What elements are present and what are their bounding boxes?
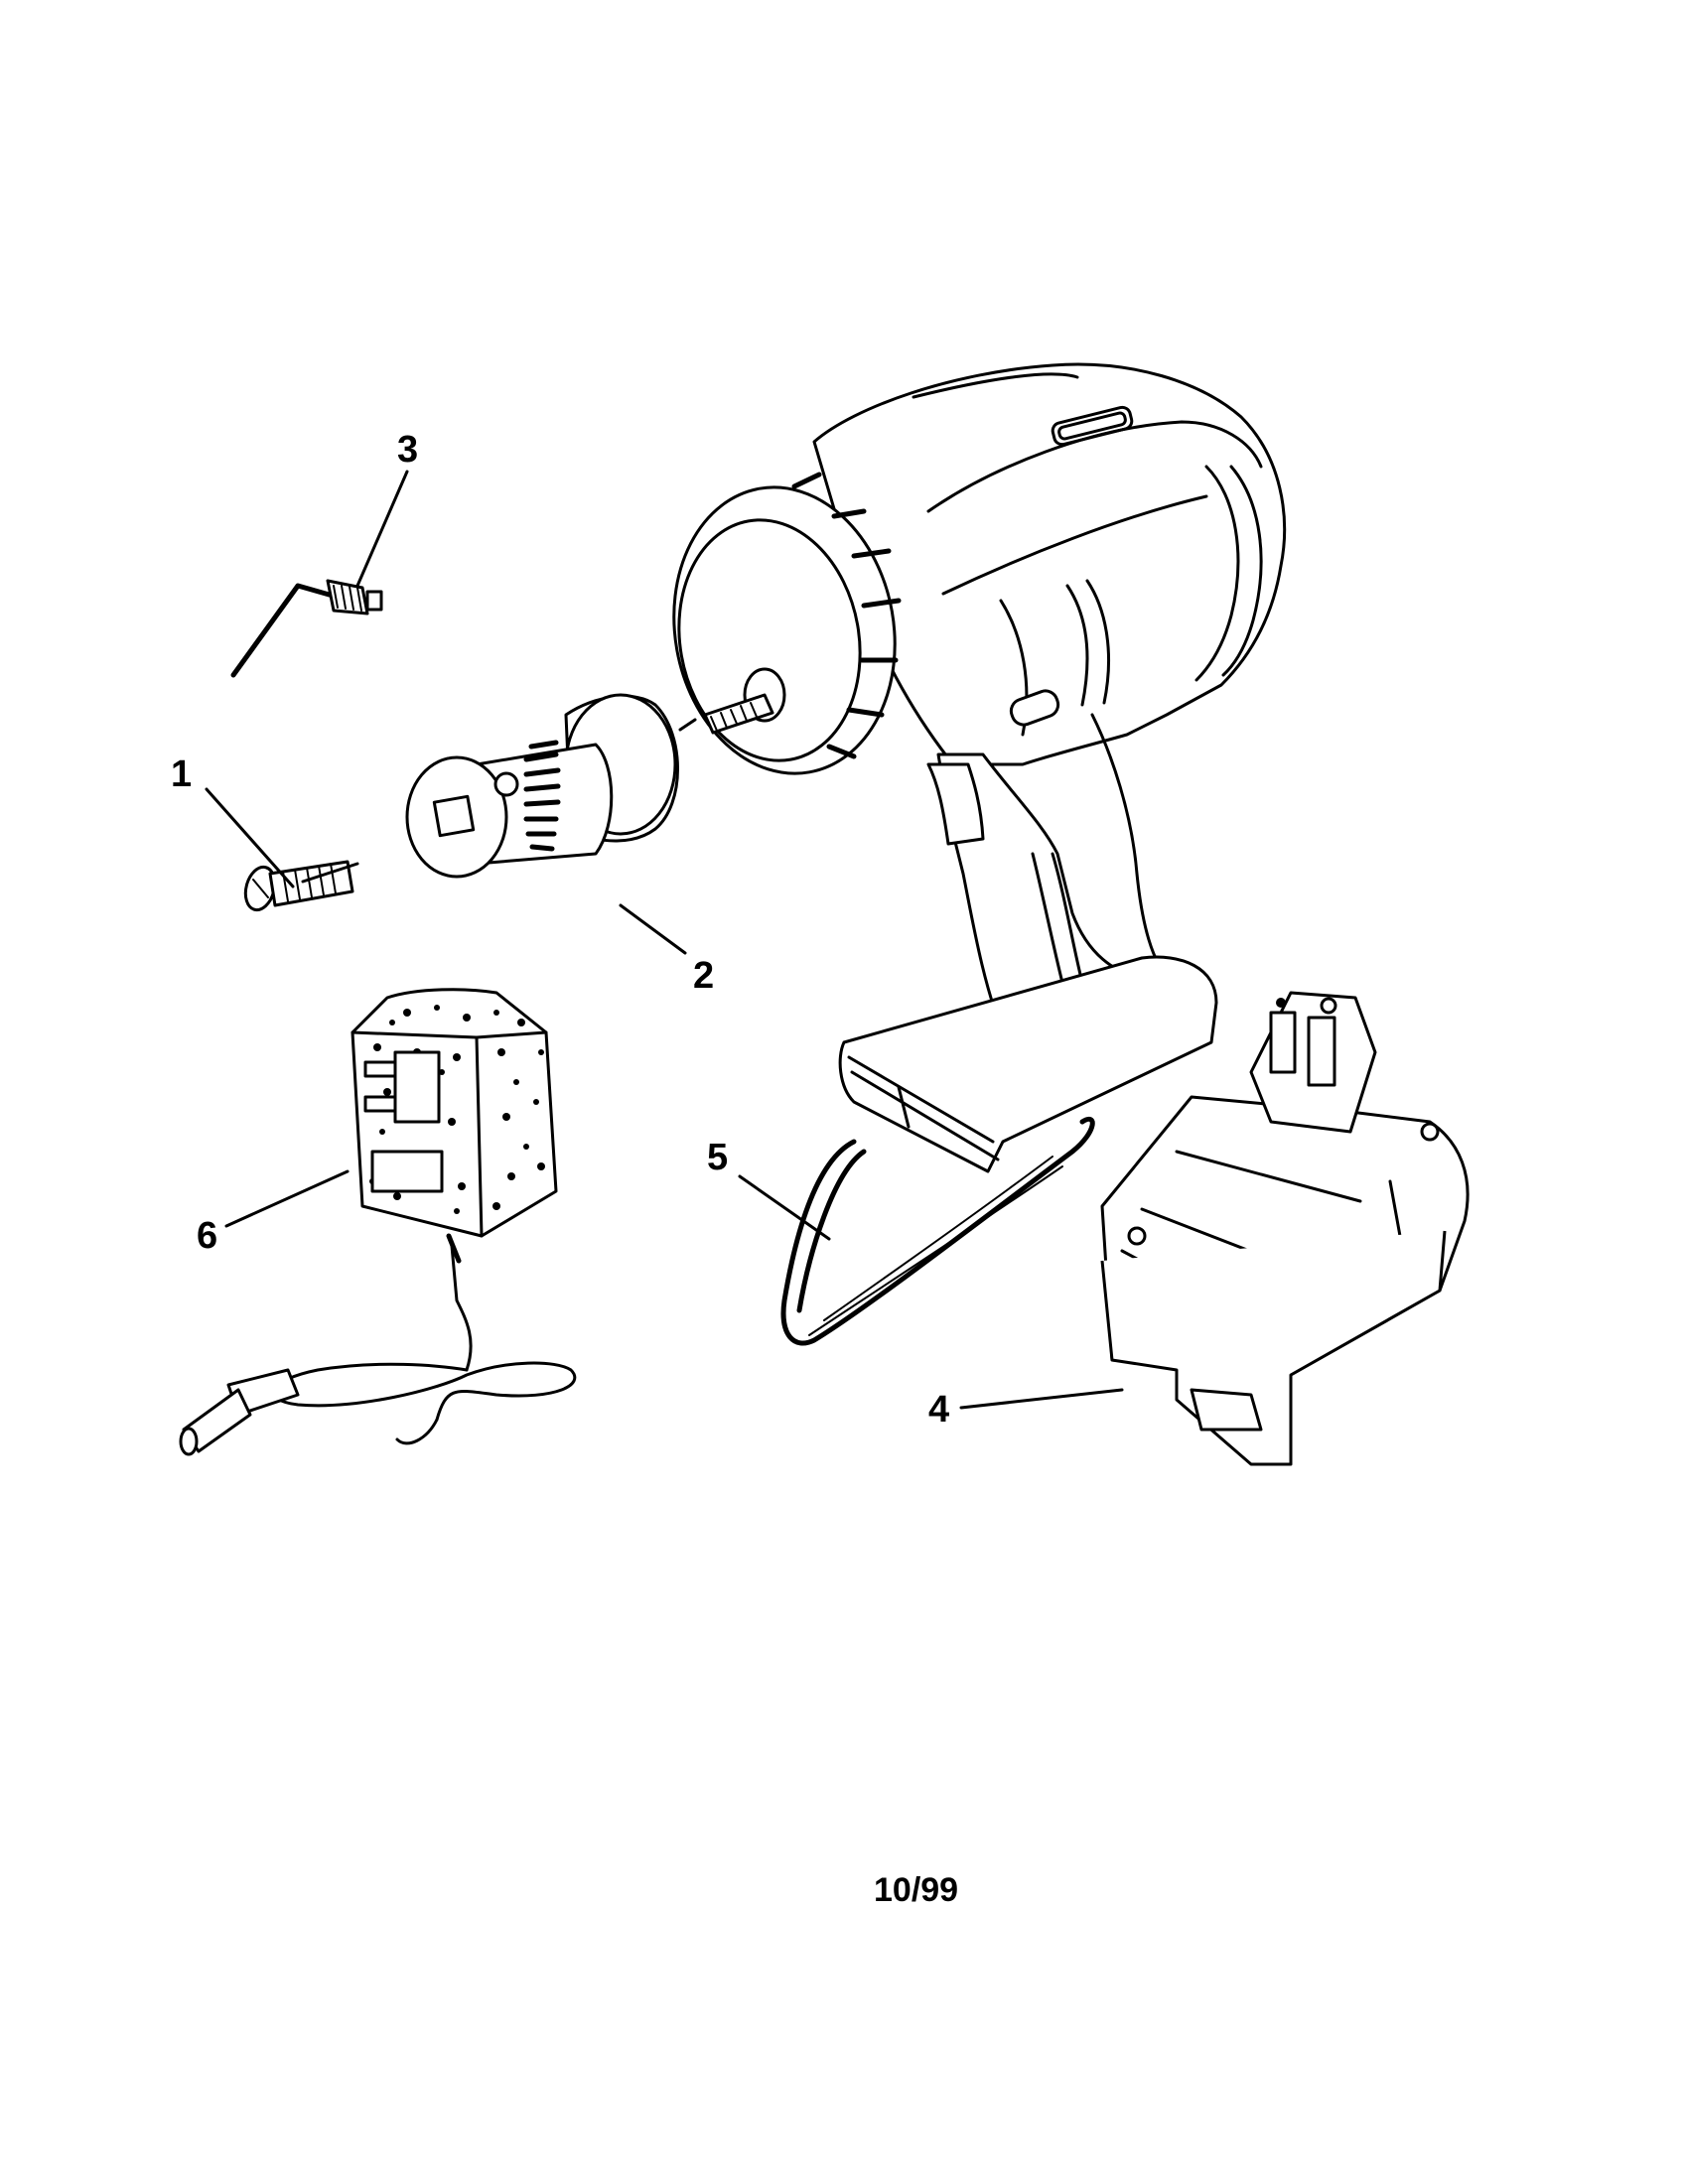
cordless-drill-icon (672, 362, 1287, 1173)
callout-4: 4 (928, 1389, 949, 1431)
chuck-key-icon (230, 579, 383, 678)
callout-2: 2 (693, 955, 714, 997)
battery-pack-icon (1100, 991, 1470, 1466)
callout-3: 3 (397, 429, 418, 471)
chuck-icon (405, 693, 679, 879)
part-callouts: 1 2 3 4 5 6 (171, 429, 949, 1431)
callout-1: 1 (171, 753, 192, 795)
callout-6: 6 (197, 1215, 217, 1257)
footer-date: 10/99 (874, 1871, 958, 1909)
wrist-strap-icon (780, 1116, 1095, 1346)
leader-lines (205, 470, 1124, 1410)
callout-5: 5 (707, 1137, 728, 1178)
charger-icon (179, 988, 577, 1456)
